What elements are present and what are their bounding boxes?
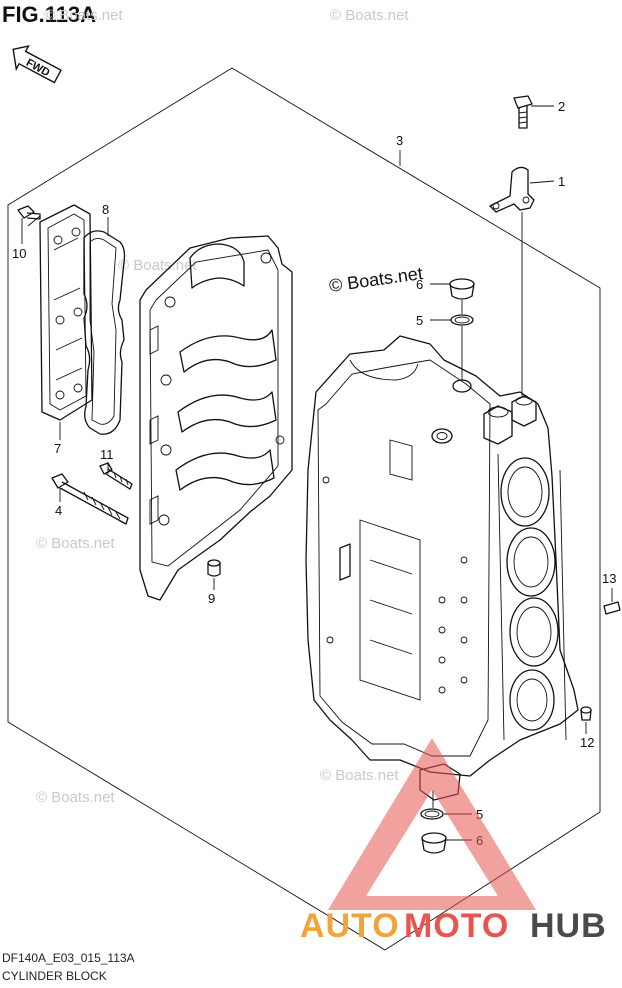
callout-13: 13 <box>602 571 616 586</box>
automotohub-logo: AUTO MOTO HUB <box>300 738 607 945</box>
watermark-faint: © Boats.net <box>320 767 399 784</box>
part-3-cylinder-block <box>305 335 579 801</box>
part-4-long-bolt <box>51 473 129 525</box>
fwd-label: FWD <box>24 57 52 79</box>
logo-hub: HUB <box>530 907 607 945</box>
callout-7: 7 <box>54 441 61 456</box>
part-10-bolt <box>17 205 41 220</box>
part-6-plug-lower <box>421 832 447 854</box>
part-9-dowel-pin <box>207 559 221 577</box>
part-6-plug <box>449 278 475 300</box>
watermark-main: © Boats.net <box>328 263 424 296</box>
callout-9: 9 <box>208 591 215 606</box>
watermark-faint: © Boats.net <box>44 7 123 24</box>
callout-11: 11 <box>100 447 114 462</box>
part-8-gasket <box>83 230 126 435</box>
leader-lines <box>21 105 613 841</box>
callout-5-upper: 5 <box>416 313 423 328</box>
watermark-faint: © Boats.net <box>36 535 115 552</box>
crankcase-half <box>139 235 293 601</box>
part-2-bolt <box>513 95 533 129</box>
part-1-clip <box>489 166 535 213</box>
watermark-faint: © Boats.net <box>36 789 115 806</box>
part-11-stud <box>99 462 133 490</box>
logo-moto: MOTO <box>404 907 509 945</box>
callout-12: 12 <box>580 735 594 750</box>
callout-6-upper: 6 <box>416 277 423 292</box>
assembly-frame <box>7 67 601 951</box>
fwd-arrow-icon: FWD <box>12 45 62 84</box>
callout-3: 3 <box>396 133 403 148</box>
part-7-cover-plate <box>39 204 93 421</box>
warning-triangle-icon <box>328 738 536 910</box>
callout-1: 1 <box>558 174 565 189</box>
part-5-gasket-ring <box>450 314 474 326</box>
figure-code: DF140A_E03_015_113A <box>2 951 135 965</box>
logo-auto: AUTO <box>300 907 400 945</box>
watermark-faint: © Boats.net <box>330 7 409 24</box>
callout-4: 4 <box>55 503 62 518</box>
callout-10: 10 <box>12 246 26 261</box>
callout-8: 8 <box>102 202 109 217</box>
figure-title: FIG.113A <box>2 2 96 27</box>
watermark-faint: © Boats.net <box>118 257 197 274</box>
callout-2: 2 <box>558 99 565 114</box>
callout-5-lower: 5 <box>476 807 483 822</box>
part-5-gasket-ring-lower <box>420 808 444 820</box>
figure-name: CYLINDER BLOCK <box>2 969 107 983</box>
part-12-fitting <box>580 706 592 721</box>
part-13-pin <box>603 601 621 615</box>
